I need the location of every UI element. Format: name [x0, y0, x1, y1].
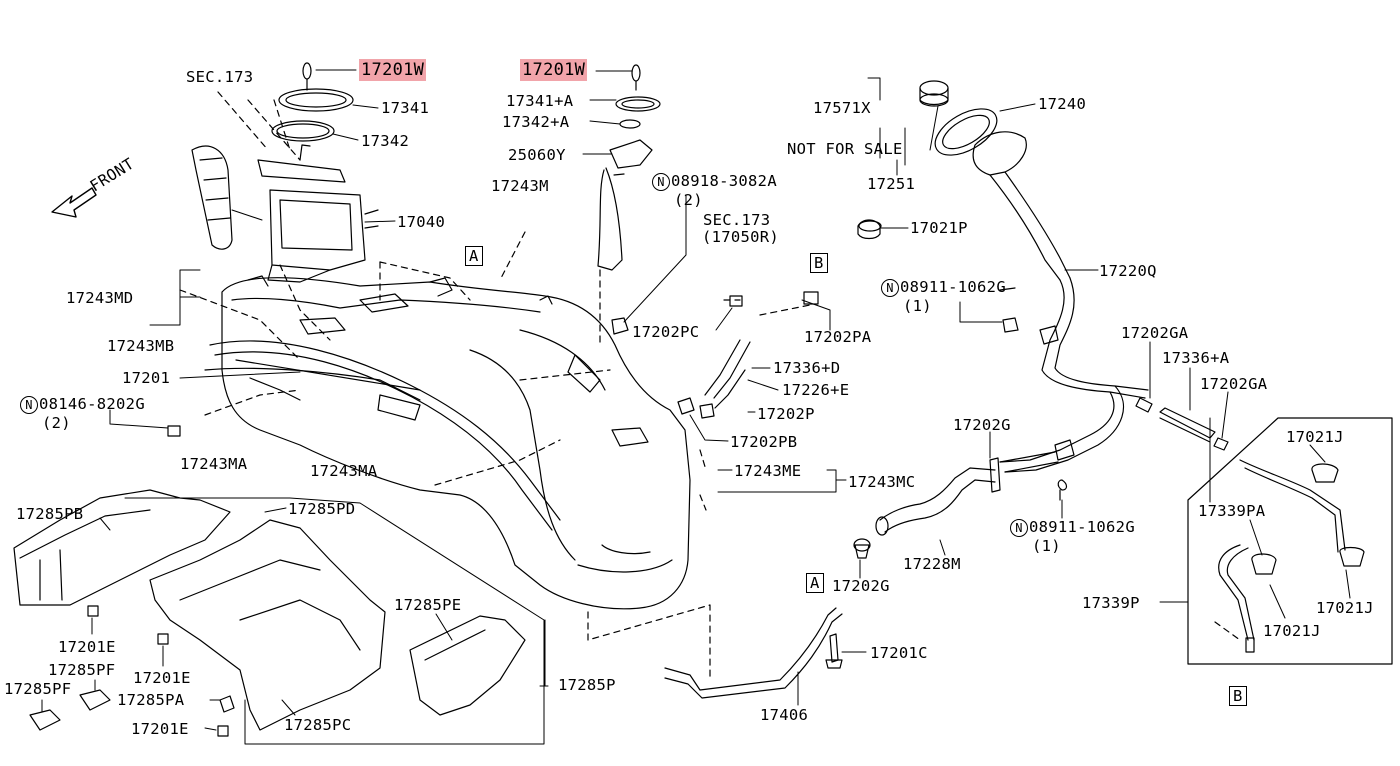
filler-hoses: [853, 397, 1229, 559]
part-17336a-label: 17336+A: [1162, 349, 1230, 367]
part-17202pc-label: 17202PC: [632, 323, 700, 341]
part-17342a-label: 17342+A: [502, 113, 570, 131]
ref-b-box-bottom: B: [1229, 686, 1247, 706]
nut-08918-number: 08918-3082A: [671, 172, 777, 190]
part-17021j-bottom-label: 17021J: [1263, 622, 1321, 640]
part-17202ga-right-label: 17202GA: [1200, 375, 1268, 393]
part-17201c-label: 17201C: [870, 644, 928, 662]
part-17285pe-label: 17285PE: [394, 596, 462, 614]
nut-08911-top-qty: (1): [903, 297, 932, 315]
part-17285pd-label: 17285PD: [288, 500, 356, 518]
sec173-top-label: SEC.173: [186, 68, 254, 86]
sender-parts: [597, 64, 661, 271]
part-17285pb-label: 17285PB: [16, 505, 84, 523]
part-17285pf-lower-label: 17285PF: [4, 680, 72, 698]
part-17285pa-label: 17285PA: [117, 691, 185, 709]
part-17040-label: 17040: [397, 213, 446, 231]
part-17342-label: 17342: [361, 132, 410, 150]
part-17243md-label: 17243MD: [66, 289, 134, 307]
part-17021p-label: 17021P: [910, 219, 968, 237]
nut-symbol-icon: N: [881, 279, 899, 297]
part-17341-label: 17341: [381, 99, 430, 117]
sec173-mid-label: SEC.173: [703, 211, 771, 229]
part-17201e-left-label: 17201E: [58, 638, 116, 656]
part-17243mb-label: 17243MB: [107, 337, 175, 355]
part-17243m-label: 17243M: [491, 177, 549, 195]
ref-a-box-bottom: A: [806, 573, 824, 593]
front-arrow-icon: [51, 187, 97, 218]
part-17339pa-label: 17339PA: [1198, 502, 1266, 520]
part-17243me-label: 17243ME: [734, 462, 802, 480]
part-17202g-top-label: 17202G: [953, 416, 1011, 434]
part-17243ma-center-label: 17243MA: [310, 462, 378, 480]
part-17336d-label: 17336+D: [773, 359, 841, 377]
nut-08918-qty: (2): [674, 191, 703, 209]
nut-symbol-icon: N: [652, 173, 670, 191]
part-17202pb-label: 17202PB: [730, 433, 798, 451]
nut-08911-top-number: 08911-1062G: [900, 278, 1006, 296]
part-17285pf-upper-label: 17285PF: [48, 661, 116, 679]
fuel-tank-bracket: [664, 607, 843, 699]
part-17571x-label: 17571X: [813, 99, 871, 117]
nut-08911-bottom-number: 08911-1062G: [1029, 518, 1135, 536]
part-17240-label: 17240: [1038, 95, 1087, 113]
part-17201w-center-label: 17201W: [520, 59, 588, 81]
nut-symbol-icon: N: [20, 396, 38, 414]
part-17339p-label: 17339P: [1082, 594, 1140, 612]
part-17341a-label: 17341+A: [506, 92, 574, 110]
part-17202p-label: 17202P: [757, 405, 815, 423]
part-17406-label: 17406: [760, 706, 809, 724]
fuel-pump-module: [191, 62, 379, 283]
heat-shields: [13, 489, 526, 731]
part-17202ga-top-label: 17202GA: [1121, 324, 1189, 342]
evap-assembly: [1187, 417, 1393, 665]
part-17201e-bottom-label: 17201E: [131, 720, 189, 738]
part-17202pa-label: 17202PA: [804, 328, 872, 346]
part-17285p-label: 17285P: [558, 676, 616, 694]
nut-08146-qty: (2): [42, 414, 71, 432]
tank-straps: [204, 340, 561, 531]
part-17201w-top-label: 17201W: [359, 59, 427, 81]
part-17251-label: 17251: [867, 175, 916, 193]
leader-lines: [41, 69, 1351, 745]
fasteners: [87, 425, 235, 737]
part-17201-label: 17201: [122, 369, 171, 387]
ref-a-box-top: A: [465, 246, 483, 266]
part-17228m-label: 17228M: [903, 555, 961, 573]
part-17220q-label: 17220Q: [1099, 262, 1157, 280]
dashed-guides: [179, 91, 1241, 681]
nut-08911-bottom-qty: (1): [1032, 537, 1061, 555]
part-17285pc-label: 17285PC: [284, 716, 352, 734]
part-17021j-top-label: 17021J: [1286, 428, 1344, 446]
part-17226e-label: 17226+E: [782, 381, 850, 399]
part-17243mc-label: 17243MC: [848, 473, 916, 491]
filler-neck: [857, 80, 1149, 473]
part-17201e-center-label: 17201E: [133, 669, 191, 687]
part-17050r-label: (17050R): [702, 228, 780, 246]
nut-08146-number: 08146-8202G: [39, 395, 145, 413]
ref-b-box-top: B: [810, 253, 828, 273]
vent-lines: [611, 291, 819, 419]
part-17243ma-left-label: 17243MA: [180, 455, 248, 473]
nut-symbol-icon: N: [1010, 519, 1028, 537]
part-17021j-right-label: 17021J: [1316, 599, 1374, 617]
part-25060y-label: 25060Y: [508, 146, 566, 164]
part-17202g-bottom-label: 17202G: [832, 577, 890, 595]
not-for-sale-label: NOT FOR SALE: [787, 140, 903, 158]
fuel-tank-shape: [221, 275, 691, 610]
